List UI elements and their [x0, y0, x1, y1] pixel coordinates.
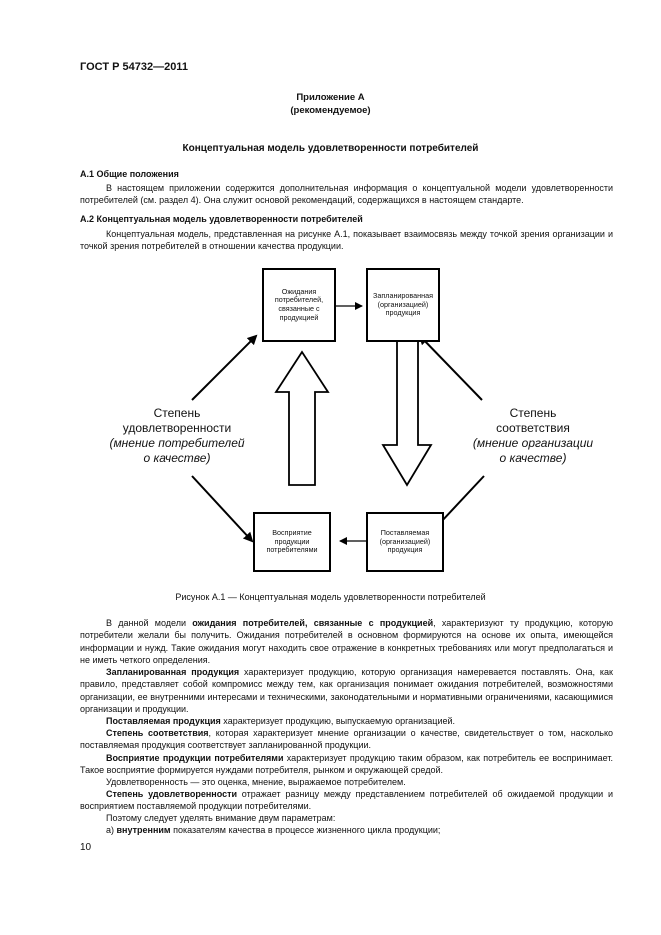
concept-diagram: Ожидания потребителей, связанные с проду…	[92, 268, 618, 572]
p9-post: показателям качества в процессе жизненно…	[170, 825, 441, 835]
box-delivered: Поставляемая (организацией) продукция	[366, 512, 444, 572]
p7-post: отражает разницу между представлением по…	[80, 789, 613, 812]
box-planned-label: Запланированная (организацией) продукция	[373, 291, 433, 318]
diagram-arrows	[191, 302, 485, 545]
p2-bold: Запланированная продукция	[106, 667, 240, 677]
paragraph-6: Удовлетворенность — это оценка, мнение, …	[106, 777, 406, 787]
box-planned: Запланированная (организацией) продукция	[366, 268, 440, 342]
arrow-left-down	[191, 475, 254, 543]
paragraph-3: Поставляемая продукция характеризует про…	[80, 715, 613, 727]
box-expectations: Ожидания потребителей, связанные с проду…	[262, 268, 336, 342]
main-title: Концептуальная модель удовлетворенности …	[182, 143, 479, 154]
arrow-left-up	[191, 334, 258, 401]
paragraph-8: Поэтому следует уделять внимание двум па…	[106, 813, 336, 823]
p4-bold: Степень соответствия	[106, 728, 209, 738]
paragraph-7: Степень удовлетворенности отражает разни…	[80, 788, 613, 813]
p9-bold: внутренним	[116, 825, 171, 835]
p4-post: , которая характеризует мнение организац…	[80, 728, 613, 751]
arrow-right-up	[418, 334, 483, 401]
right-label-line1: Степень	[509, 406, 557, 420]
box-delivered-label: Поставляемая (организацией) продукция	[379, 528, 431, 555]
left-label: Степень удовлетворенности (мнение потреб…	[92, 406, 262, 466]
p9-pre: а)	[106, 825, 117, 835]
hollow-arrow-down	[381, 334, 433, 487]
paragraph-5: Восприятие продукции потребителями харак…	[80, 752, 613, 777]
paragraph-9: а) внутренним показателям качества в про…	[80, 824, 613, 836]
paragraph-1: В данной модели ожидания потребителей, с…	[80, 617, 613, 666]
p1-pre: В данной модели	[106, 618, 193, 628]
left-label-line3: (мнение потребителей	[109, 436, 245, 450]
right-label-line3: (мнение организации	[472, 436, 594, 450]
p7-bold: Степень удовлетворенности	[106, 789, 238, 799]
right-label: Степень соответствия (мнение организации…	[448, 406, 618, 466]
section-a2-heading: А.2 Концептуальная модель удовлетворенно…	[80, 214, 363, 224]
appendix-title: Приложение А	[296, 92, 365, 103]
section-a1-heading: А.1 Общие положения	[80, 169, 179, 179]
standard-number: ГОСТ Р 54732—2011	[80, 61, 188, 73]
appendix-subtitle: (рекомендуемое)	[290, 105, 371, 116]
p3-bold: Поставляемая продукция	[106, 716, 221, 726]
p1-bold: ожидания потребителей, связанные с проду…	[192, 618, 434, 628]
p1-post: , характеризуют ту продукцию, которую по…	[80, 618, 613, 665]
left-label-line1: Степень	[153, 406, 201, 420]
right-label-line2: соответствия	[496, 421, 570, 435]
p3-post: характеризует продукцию, выпускаемую орг…	[220, 716, 456, 726]
paragraph-2: Запланированная продукция характеризует …	[80, 666, 613, 715]
paragraph-4: Степень соответствия, которая характериз…	[80, 727, 613, 752]
box-expectations-label: Ожидания потребителей, связанные с проду…	[274, 286, 324, 322]
box-perception: Восприятие продукции потребителями	[253, 512, 331, 572]
p5-post: характеризует продукцию таким образом, к…	[80, 753, 614, 776]
right-label-line4: о качестве)	[499, 451, 567, 465]
left-label-line2: удовлетворенности	[122, 421, 232, 435]
left-label-line4: о качестве)	[143, 451, 211, 465]
box-perception-label: Восприятие продукции потребителями	[266, 528, 318, 555]
p5-bold: Восприятие продукции потребителями	[106, 753, 284, 763]
hollow-arrow-up	[274, 350, 330, 486]
page-number: 10	[80, 842, 92, 853]
p2-post: характеризует продукцию, которую организ…	[80, 667, 613, 714]
figure-caption: Рисунок А.1 — Концептуальная модель удов…	[175, 592, 486, 602]
section-a2-text: Концептуальная модель, представленная на…	[80, 229, 613, 252]
section-a1-text: В настоящем приложении содержится дополн…	[80, 183, 613, 206]
